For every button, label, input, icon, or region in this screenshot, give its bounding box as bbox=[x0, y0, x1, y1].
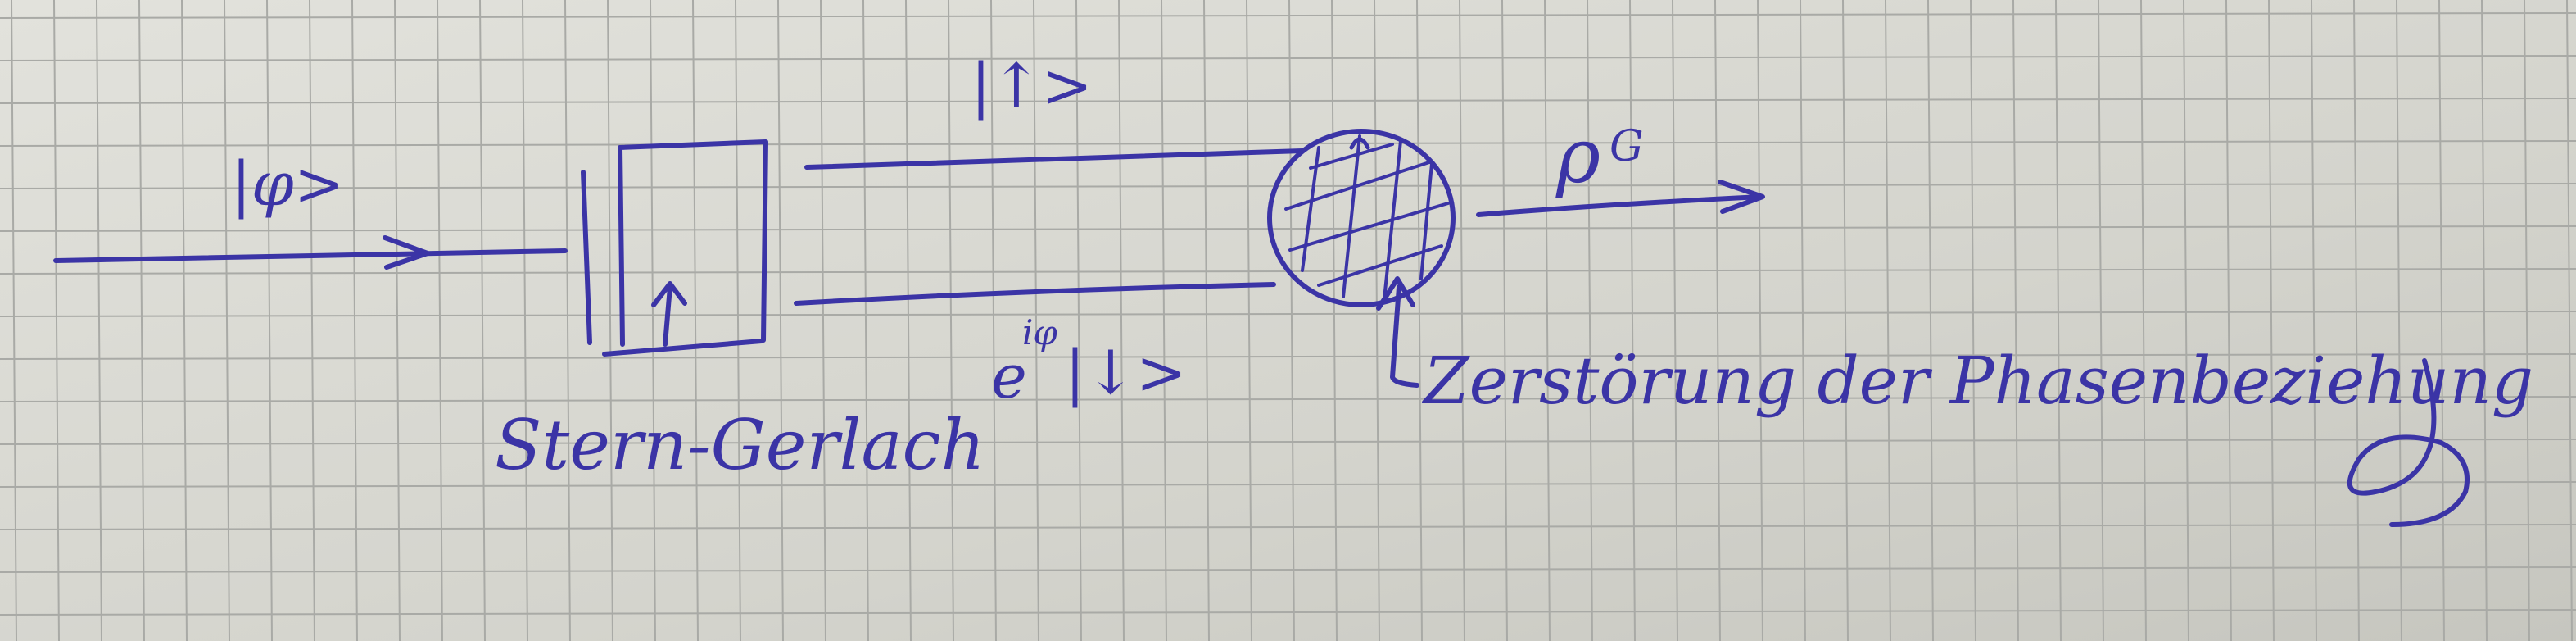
down-state-ket: |↓> bbox=[1065, 338, 1187, 408]
grid-line-vertical bbox=[2566, 0, 2573, 641]
grid-line-vertical bbox=[11, 0, 17, 641]
grid-line-vertical bbox=[53, 0, 60, 641]
grid-line-vertical bbox=[905, 0, 912, 641]
grid-line-vertical bbox=[224, 0, 230, 641]
grid-line-vertical bbox=[1587, 0, 1593, 641]
grid-line-vertical bbox=[1331, 0, 1338, 641]
grid-line-vertical bbox=[2098, 0, 2104, 641]
grid-line-horizontal bbox=[0, 225, 2576, 232]
grid-line-vertical bbox=[948, 0, 954, 641]
grid-line-horizontal bbox=[0, 353, 2576, 360]
grid-line-vertical bbox=[1374, 0, 1380, 641]
grid-line-vertical bbox=[2183, 0, 2189, 641]
grid-line-vertical bbox=[1203, 0, 1210, 641]
decoherence-note: Zerstörung der Phasenbeziehung bbox=[1421, 343, 2533, 419]
grid-line-vertical bbox=[862, 0, 869, 641]
grid-line-vertical bbox=[1416, 0, 1423, 641]
grid-line-horizontal bbox=[0, 609, 2576, 616]
grid-line-vertical bbox=[96, 0, 102, 641]
grid-line-vertical bbox=[650, 0, 656, 641]
grid-line-vertical bbox=[138, 0, 145, 641]
grid-line-vertical bbox=[1246, 0, 1252, 641]
grid-line-horizontal bbox=[0, 311, 2576, 317]
grid-line-vertical bbox=[2396, 0, 2402, 641]
down-state-label: e iφ |↓> bbox=[991, 312, 1187, 412]
grid-line-vertical bbox=[181, 0, 188, 641]
grid-line-vertical bbox=[309, 0, 315, 641]
grid-line-vertical bbox=[2012, 0, 2019, 641]
grid-line-vertical bbox=[2268, 0, 2275, 641]
grid-line-vertical bbox=[1501, 0, 1508, 641]
grid-line-horizontal bbox=[0, 396, 2576, 402]
grid-line-horizontal bbox=[0, 140, 2576, 147]
grid-line-vertical bbox=[990, 0, 997, 641]
grid-line-vertical bbox=[777, 0, 784, 641]
grid-line-vertical bbox=[564, 0, 571, 641]
output-state-sub: G bbox=[1609, 122, 1644, 171]
down-beam bbox=[794, 282, 1276, 306]
grid-line-vertical bbox=[1672, 0, 1678, 641]
grid-line-vertical bbox=[2140, 0, 2147, 641]
grid-line-vertical bbox=[1075, 0, 1082, 641]
stern-gerlach-label: Stern-Gerlach bbox=[495, 405, 985, 485]
grid-line-vertical bbox=[2353, 0, 2360, 641]
input-beam bbox=[53, 235, 568, 270]
grid-line-vertical bbox=[1033, 0, 1039, 641]
grid-line-vertical bbox=[266, 0, 273, 641]
down-state-base: e bbox=[991, 342, 1027, 412]
phase-scrambler bbox=[1267, 129, 1456, 307]
grid-line-horizontal bbox=[0, 12, 2576, 19]
grid-line-vertical bbox=[1842, 0, 1849, 641]
grid-line-vertical bbox=[1714, 0, 1721, 641]
grid-line-vertical bbox=[394, 0, 401, 641]
grid-line-vertical bbox=[2311, 0, 2317, 641]
grid-line-vertical bbox=[2225, 0, 2232, 641]
grid-line-horizontal bbox=[0, 183, 2576, 189]
grid-line-horizontal bbox=[0, 524, 2576, 530]
grid-line-vertical bbox=[2481, 0, 2488, 641]
output-state-label: ρ G bbox=[1555, 112, 1644, 200]
grid-line-horizontal bbox=[0, 481, 2576, 488]
grid-line-horizontal bbox=[0, 566, 2576, 573]
output-beam bbox=[1476, 180, 1765, 217]
grid-line-vertical bbox=[479, 0, 486, 641]
grid-line-vertical bbox=[1800, 0, 1806, 641]
grid-line-vertical bbox=[1161, 0, 1167, 641]
up-beam bbox=[804, 148, 1305, 170]
grid-line-vertical bbox=[692, 0, 699, 641]
output-state-rho: ρ bbox=[1555, 112, 1600, 200]
down-state-phase: iφ bbox=[1022, 312, 1057, 352]
grid-line-vertical bbox=[1757, 0, 1763, 641]
grid-line-vertical bbox=[735, 0, 741, 641]
note-pointer bbox=[1376, 276, 1419, 388]
grid-line-vertical bbox=[820, 0, 826, 641]
grid-line-vertical bbox=[607, 0, 613, 641]
grid-line-vertical bbox=[1629, 0, 1636, 641]
grid-line-vertical bbox=[1544, 0, 1551, 641]
stern-gerlach-magnet bbox=[581, 139, 768, 357]
grid-line-vertical bbox=[2055, 0, 2062, 641]
grid-line-vertical bbox=[1970, 0, 1976, 641]
grid-line-vertical bbox=[2438, 0, 2445, 641]
grid-line-horizontal bbox=[0, 98, 2576, 104]
grid-line-vertical bbox=[1927, 0, 1934, 641]
grid-line-vertical bbox=[1288, 0, 1295, 641]
input-state-label: |φ> bbox=[231, 149, 345, 220]
grid-line-horizontal bbox=[0, 55, 2576, 61]
grid-line-horizontal bbox=[0, 439, 2576, 445]
grid-line-vertical bbox=[522, 0, 528, 641]
grid-line-vertical bbox=[1459, 0, 1465, 641]
grid-line-vertical bbox=[437, 0, 443, 641]
grid-line-vertical bbox=[2524, 0, 2530, 641]
grid-line-vertical bbox=[351, 0, 358, 641]
up-state-label: |↑> bbox=[971, 51, 1093, 121]
grid-line-vertical bbox=[1118, 0, 1125, 641]
note-underline-flourish bbox=[2347, 358, 2470, 527]
grid-line-vertical bbox=[1885, 0, 1891, 641]
